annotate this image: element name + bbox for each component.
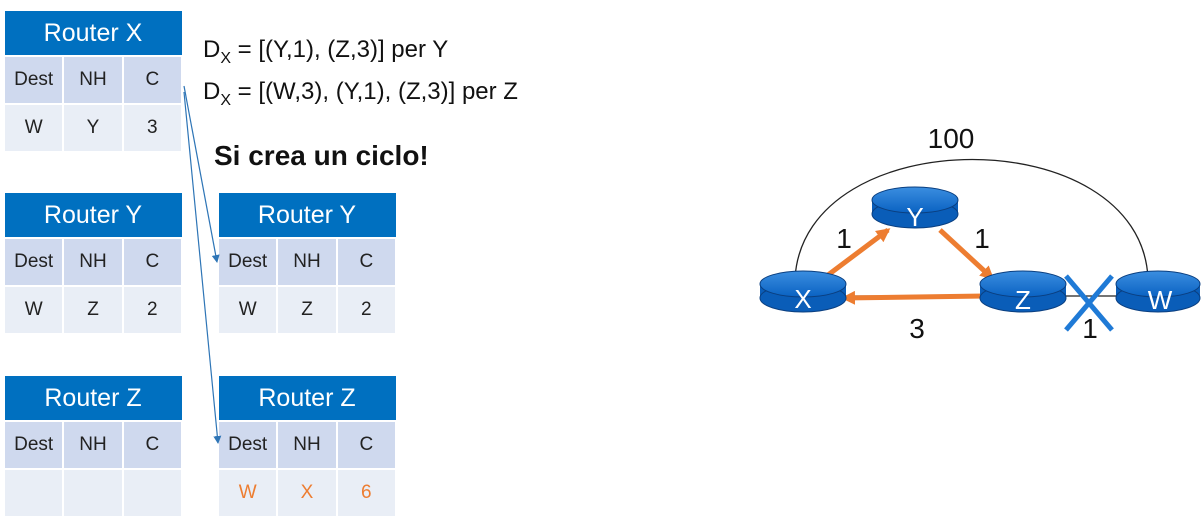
router-y-table: Router Y Dest NH C W Z 2: [2, 192, 184, 335]
router-z-node: Z: [979, 270, 1067, 315]
header-c: C: [121, 237, 184, 287]
cell-dest: [2, 468, 65, 518]
router-z-updated-table: Router Z Dest NH C W X 6: [216, 375, 398, 518]
header-c: C: [335, 237, 398, 287]
header-nh: NH: [276, 420, 338, 470]
cell-dest: W: [2, 285, 65, 335]
router-z-table: Router Z Dest NH C: [2, 375, 184, 518]
cell-dest: W: [216, 285, 279, 335]
header-dest: Dest: [216, 237, 279, 287]
header-dest: Dest: [2, 237, 65, 287]
vector-symbol: D: [203, 78, 221, 105]
propagation-arrow-to-z: [183, 91, 222, 444]
router-z-label: Z: [1015, 285, 1031, 315]
cell-c: 3: [121, 103, 184, 153]
cost-z-w: 1: [1082, 313, 1098, 344]
header-nh: NH: [276, 237, 338, 287]
cell-c: 2: [335, 285, 398, 335]
header-c: C: [335, 420, 398, 470]
route-arrow-x-y: [826, 228, 891, 277]
cell-c: [121, 468, 184, 518]
vector-symbol: D: [203, 36, 221, 63]
cell-c: 6: [335, 468, 398, 518]
cost-z-x: 3: [909, 313, 925, 344]
router-w-node: W: [1115, 270, 1201, 315]
router-x-table: Router X Dest NH C W Y 3: [2, 10, 184, 153]
vector-entries: = [(W,3), (Y,1), (Z,3)] per Z: [231, 78, 518, 105]
header-dest: Dest: [2, 420, 65, 470]
router-x-node: X: [759, 270, 847, 314]
router-y-updated-table: Router Y Dest NH C W Z 2: [216, 192, 398, 335]
router-x-label: X: [794, 284, 811, 314]
header-dest: Dest: [2, 55, 65, 105]
cost-y-z: 1: [974, 223, 990, 254]
header-nh: NH: [62, 420, 124, 470]
cell-c: 2: [121, 285, 184, 335]
router-y-label: Y: [906, 202, 923, 232]
router-z-title: Router Z: [3, 375, 183, 422]
loop-message: Si crea un ciclo!: [214, 140, 429, 171]
cell-nh: Z: [276, 285, 338, 335]
cost-x-w: 100: [928, 123, 975, 154]
distance-vector-line-1: DX = [(Y,1), (Z,3)] per Y: [203, 36, 448, 68]
cell-dest: W: [216, 468, 279, 518]
propagation-arrow-to-y: [183, 85, 220, 263]
route-arrow-y-z: [938, 228, 995, 281]
router-y-updated-title: Router Y: [217, 192, 397, 239]
cell-nh: Y: [62, 103, 124, 153]
header-nh: NH: [62, 55, 124, 105]
distance-vector-line-2: DX = [(W,3), (Y,1), (Z,3)] per Z: [203, 78, 518, 110]
vector-subscript: X: [220, 91, 232, 109]
header-c: C: [121, 420, 184, 470]
router-x-title: Router X: [3, 10, 183, 57]
cell-dest: W: [2, 103, 65, 153]
vector-entries: = [(Y,1), (Z,3)] per Y: [231, 36, 449, 63]
failed-link-cross-icon: [1064, 274, 1114, 332]
vector-subscript: X: [220, 49, 232, 67]
cell-nh: [62, 468, 124, 518]
router-y-node: Y: [871, 186, 959, 232]
link-x-w: [794, 158, 1149, 279]
cell-nh: X: [276, 468, 338, 518]
header-c: C: [121, 55, 184, 105]
cost-x-y: 1: [836, 223, 852, 254]
route-arrow-z-x: [841, 290, 986, 305]
router-z-updated-title: Router Z: [217, 375, 397, 422]
header-dest: Dest: [216, 420, 279, 470]
header-nh: NH: [62, 237, 124, 287]
cell-nh: Z: [62, 285, 124, 335]
router-y-title: Router Y: [3, 192, 183, 239]
router-w-label: W: [1148, 285, 1173, 315]
